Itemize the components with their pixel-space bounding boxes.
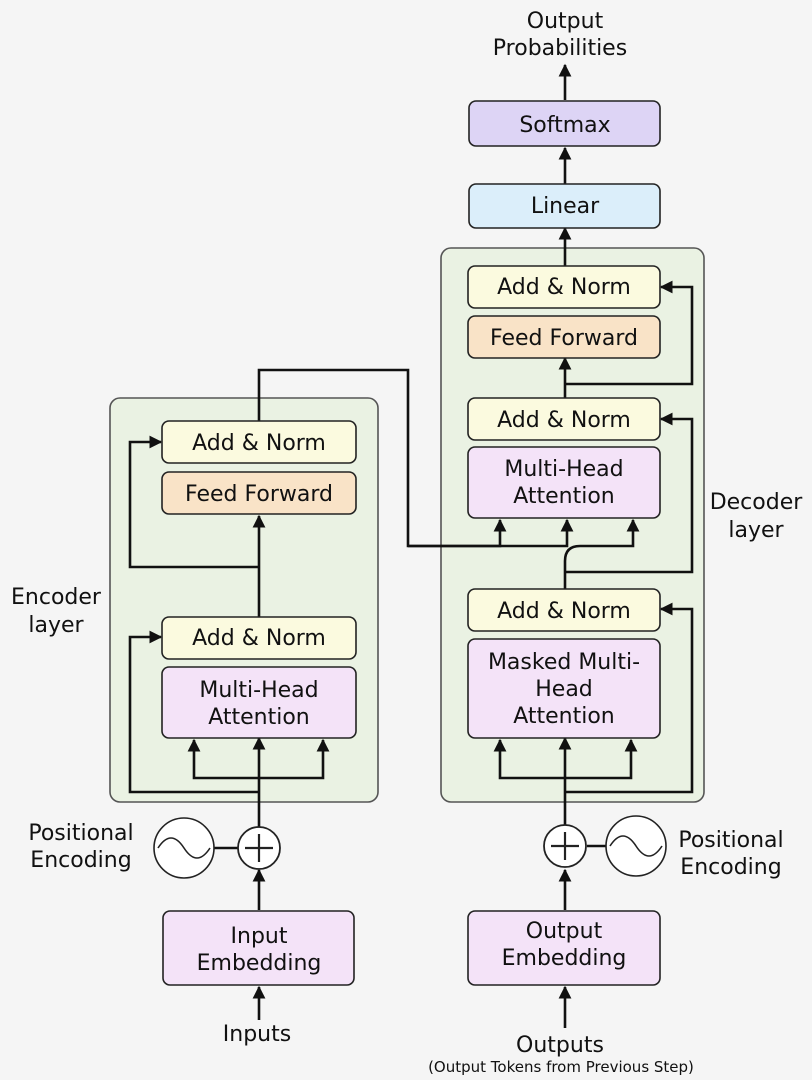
svg-text:Output: Output	[526, 919, 603, 944]
decoder-multi-head-attention: Multi-Head Attention	[467, 446, 661, 519]
svg-text:Head: Head	[535, 677, 593, 702]
svg-text:Multi-Head: Multi-Head	[504, 457, 623, 482]
svg-text:Embedding: Embedding	[197, 951, 322, 976]
svg-text:Add & Norm: Add & Norm	[192, 431, 326, 456]
svg-text:Input: Input	[231, 924, 288, 949]
decoder-feed-forward: Feed Forward	[467, 315, 661, 359]
svg-text:Linear: Linear	[531, 194, 600, 219]
outputs-label: Outputs	[516, 1033, 604, 1058]
inputs-label: Inputs	[223, 1022, 291, 1047]
encoder-multi-head-attention: Multi-Head Attention	[161, 666, 357, 739]
svg-text:Softmax: Softmax	[519, 113, 610, 138]
encoder-positional-encoding-label-2: Encoding	[30, 848, 131, 873]
decoder-positional-encoding-label-2: Encoding	[680, 855, 781, 880]
outputs-note: (Output Tokens from Previous Step)	[428, 1058, 694, 1076]
decoder-add-norm-bottom: Add & Norm	[467, 588, 661, 632]
decoder-add-norm-top: Add & Norm	[467, 265, 661, 309]
encoder-layer-label: Encoder	[11, 585, 102, 610]
svg-text:Multi-Head: Multi-Head	[199, 678, 318, 703]
svg-text:Embedding: Embedding	[502, 946, 627, 971]
svg-text:Add & Norm: Add & Norm	[497, 408, 631, 433]
output-embedding-box: Output Embedding	[467, 910, 661, 986]
output-probabilities-label: Output	[527, 9, 604, 34]
encoder-sine-wave-icon	[153, 817, 215, 879]
svg-text:Attention: Attention	[208, 705, 310, 730]
svg-text:Masked Multi-: Masked Multi-	[488, 650, 640, 675]
encoder-layer-label-2: layer	[28, 613, 84, 638]
connections	[128, 63, 694, 1028]
encoder-add-norm-top: Add & Norm	[161, 420, 357, 464]
decoder-sine-wave-icon	[605, 815, 667, 877]
svg-text:Feed Forward: Feed Forward	[490, 326, 638, 351]
svg-text:Feed Forward: Feed Forward	[185, 482, 333, 507]
decoder-add-norm-middle: Add & Norm	[467, 397, 661, 441]
decoder-add-icon	[543, 824, 587, 868]
encoder-add-icon	[237, 826, 281, 870]
decoder-layer-label-2: layer	[728, 518, 784, 543]
decoder-layer-label: Decoder	[710, 490, 804, 515]
svg-text:Attention: Attention	[513, 484, 615, 509]
softmax-box: Softmax	[468, 100, 661, 147]
svg-text:Attention: Attention	[513, 704, 615, 729]
input-embedding-box: Input Embedding	[162, 910, 355, 986]
decoder-masked-multi-head-attention: Masked Multi- Head Attention	[467, 638, 661, 739]
decoder-positional-encoding-label: Positional	[678, 828, 783, 853]
output-probabilities-label-2: Probabilities	[493, 36, 627, 61]
linear-box: Linear	[468, 183, 661, 229]
encoder-add-norm-bottom: Add & Norm	[161, 616, 357, 660]
svg-text:Add & Norm: Add & Norm	[497, 599, 631, 624]
encoder-positional-encoding-label: Positional	[28, 821, 133, 846]
svg-text:Add & Norm: Add & Norm	[192, 626, 326, 651]
svg-text:Add & Norm: Add & Norm	[497, 275, 631, 300]
encoder-feed-forward: Feed Forward	[161, 471, 357, 515]
